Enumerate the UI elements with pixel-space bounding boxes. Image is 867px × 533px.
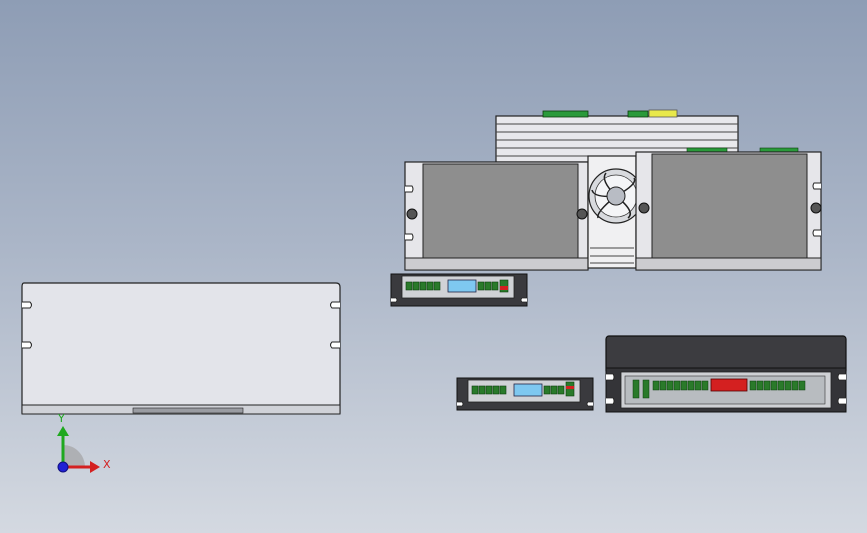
display-icon <box>710 378 748 392</box>
x-axis-label: X <box>103 458 111 471</box>
small-driver-top[interactable] <box>388 272 530 310</box>
y-axis-label: Y <box>58 412 65 425</box>
large-driver[interactable] <box>603 334 849 414</box>
flat-plate-part[interactable] <box>18 280 344 425</box>
coordinate-triad: Y X <box>48 410 128 480</box>
small-driver-bottom[interactable] <box>454 376 596 414</box>
triad-axes-icon <box>57 426 100 473</box>
fan-drive-assembly[interactable] <box>400 108 826 276</box>
